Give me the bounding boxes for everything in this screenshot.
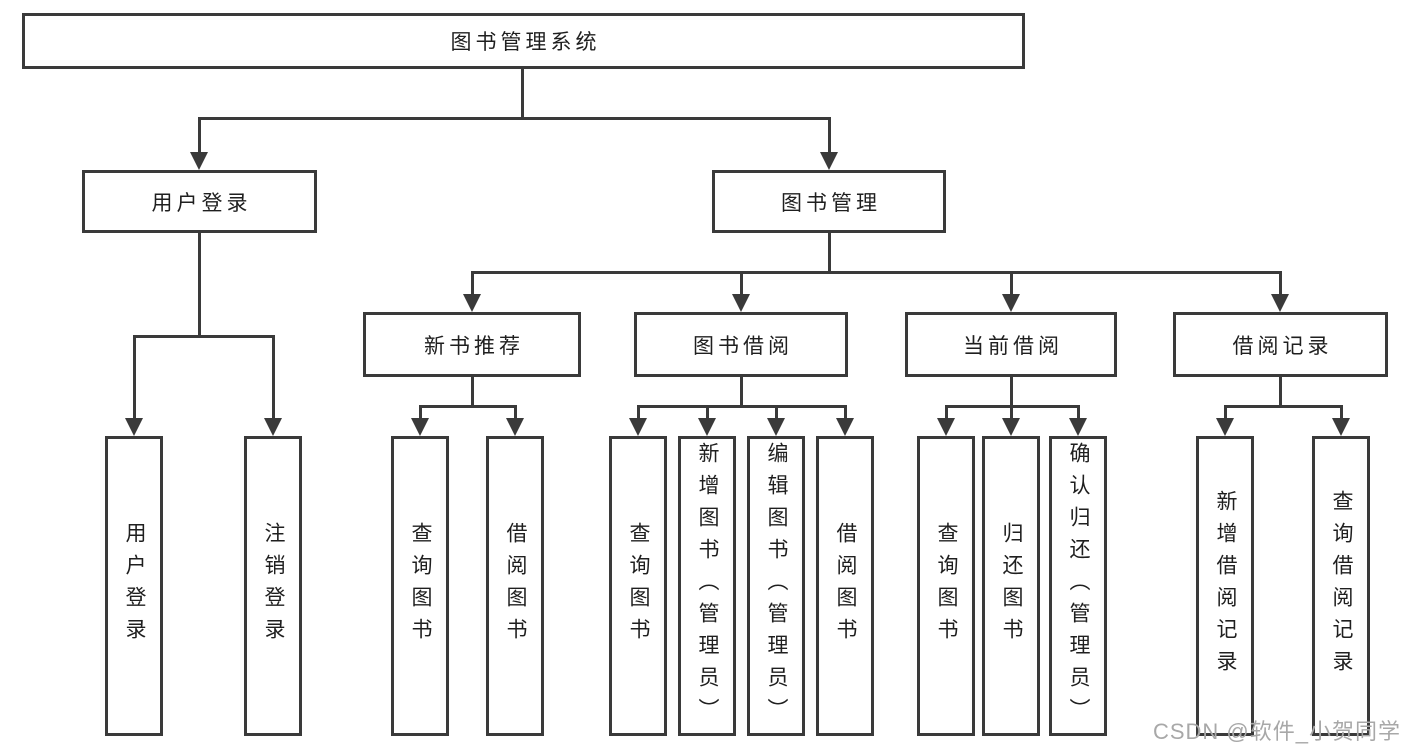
arrow-down-icon [1216,418,1234,436]
connector-line [419,405,517,408]
leaf-label: 新增借阅记录 [1214,490,1237,682]
node-current-borrowing: 当前借阅 [905,312,1117,377]
leaf-label: 归还图书 [1000,522,1023,650]
leaf-label: 用户登录 [123,522,146,650]
connector-line [133,335,275,338]
leaf-label: 借阅图书 [504,522,527,650]
node-label: 图书管理系统 [450,31,601,54]
leaf-add-borrow-record: 新增借阅记录 [1196,436,1254,736]
leaf-label: 编辑图书（管理员） [765,442,788,730]
leaf-label: 查询借阅记录 [1330,490,1353,682]
connector-line [198,233,201,336]
connector-line [272,335,275,420]
arrow-down-icon [1002,418,1020,436]
leaf-edit-book-admin: 编辑图书（管理员） [747,436,805,736]
arrow-down-icon [937,418,955,436]
connector-line [1224,405,1343,408]
connector-line [706,405,709,421]
leaf-label: 注销登录 [262,522,285,650]
arrow-down-icon [767,418,785,436]
leaf-query-books-recommend: 查询图书 [391,436,449,736]
arrow-down-icon [264,418,282,436]
node-label: 当前借阅 [963,334,1063,358]
node-label: 图书管理 [781,191,881,215]
leaf-label: 借阅图书 [834,522,857,650]
arrow-down-icon [125,418,143,436]
connector-line [945,405,948,421]
node-borrowing-records: 借阅记录 [1173,312,1388,377]
node-label: 新书推荐 [424,334,524,358]
node-book-borrowing: 图书借阅 [634,312,848,377]
leaf-query-books-current: 查询图书 [917,436,975,736]
arrow-down-icon [411,418,429,436]
connector-line [198,117,201,154]
node-label: 借阅记录 [1232,334,1333,358]
node-label: 图书借阅 [693,334,793,358]
arrow-down-icon [1069,418,1087,436]
arrow-down-icon [1332,418,1350,436]
connector-line [471,271,1282,274]
node-new-book-recommendation: 新书推荐 [363,312,581,377]
connector-line [198,117,831,120]
leaf-confirm-return-admin: 确认归还（管理员） [1049,436,1107,736]
connector-line [828,117,831,154]
arrow-down-icon [463,294,481,312]
arrow-down-icon [506,418,524,436]
leaf-borrow-books: 借阅图书 [816,436,874,736]
leaf-add-book-admin: 新增图书（管理员） [678,436,736,736]
connector-line [521,69,524,118]
node-book-management: 图书管理 [712,170,946,233]
connector-line [844,405,847,421]
connector-line [740,377,743,407]
node-library-management-system: 图书管理系统 [22,13,1025,69]
arrow-down-icon [732,294,750,312]
connector-line [1224,405,1227,421]
arrow-down-icon [820,152,838,170]
connector-line [1010,377,1013,407]
connector-line [740,271,743,296]
connector-line [775,405,778,421]
connector-line [471,377,474,407]
arrow-down-icon [836,418,854,436]
connector-line [1340,405,1343,421]
watermark: CSDN @软件_小贺同学 [1152,719,1401,744]
arrow-down-icon [190,152,208,170]
leaf-borrow-books-recommend: 借阅图书 [486,436,544,736]
leaf-label: 查询图书 [627,522,650,650]
connector-line [1010,271,1013,296]
arrow-down-icon [1271,294,1289,312]
node-user-login: 用户登录 [82,170,317,233]
leaf-label: 查询图书 [409,522,432,650]
leaf-query-borrow-record: 查询借阅记录 [1312,436,1370,736]
leaf-user-login: 用户登录 [105,436,163,736]
connector-line [828,233,831,273]
arrow-down-icon [1002,294,1020,312]
node-label: 用户登录 [151,191,252,215]
leaf-logout: 注销登录 [244,436,302,736]
connector-line [1279,271,1282,296]
connector-line [514,405,517,421]
connector-line [133,335,136,420]
leaf-return-books: 归还图书 [982,436,1040,736]
connector-line [1010,405,1013,421]
leaf-label: 查询图书 [935,522,958,650]
connector-line [1279,377,1282,407]
arrow-down-icon [698,418,716,436]
connector-line [471,271,474,296]
leaf-query-books-borrowing: 查询图书 [609,436,667,736]
leaf-label: 新增图书（管理员） [696,442,719,730]
leaf-label: 确认归还（管理员） [1067,442,1090,730]
connector-line [637,405,847,408]
connector-line [1077,405,1080,421]
connector-line [419,405,422,421]
arrow-down-icon [629,418,647,436]
connector-line [637,405,640,421]
